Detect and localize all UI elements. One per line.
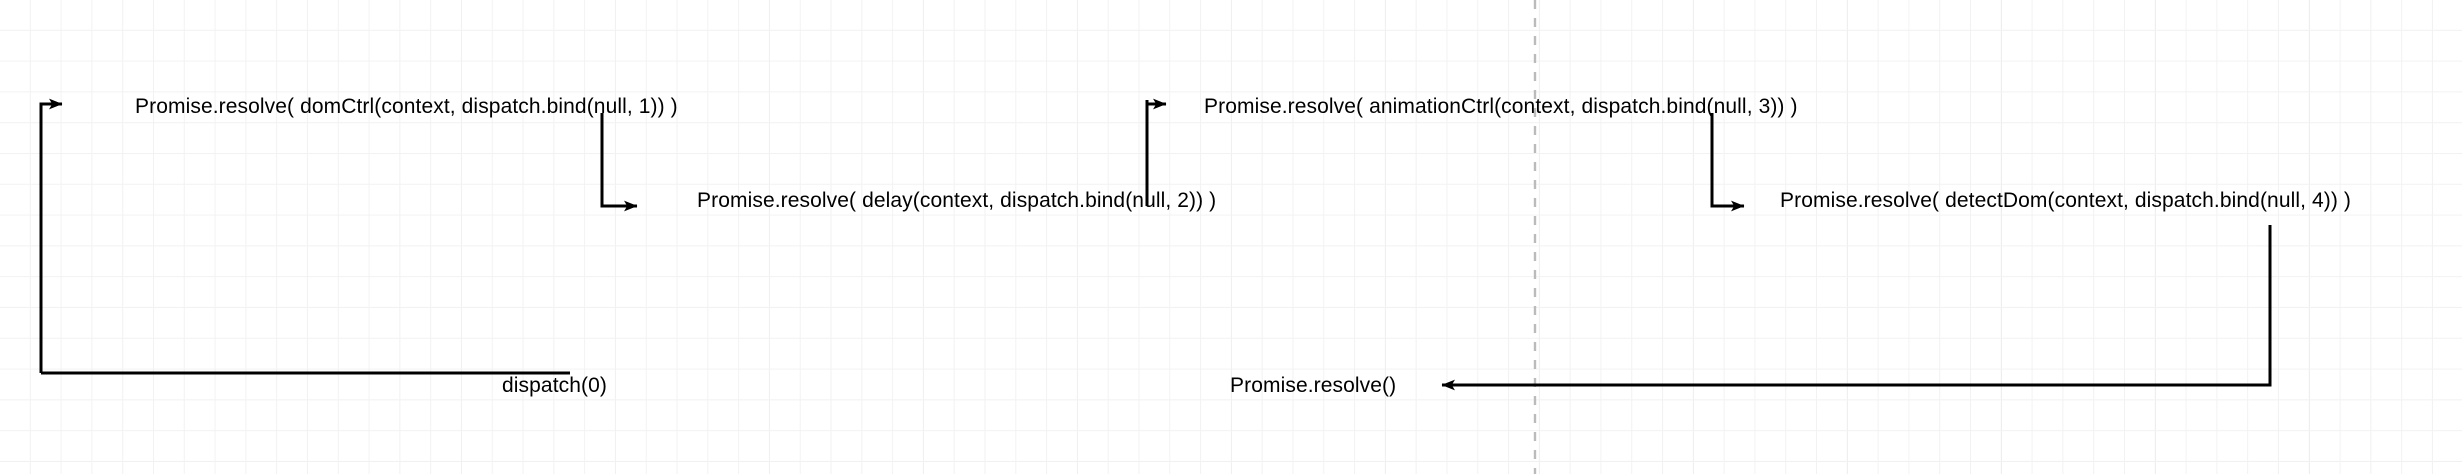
node-label-delay: Promise.resolve( delay(context, dispatch…: [697, 189, 1217, 212]
connector-node2-to-node3: [1145, 98, 1167, 110]
node-label-dom-ctrl: Promise.resolve( domCtrl(context, dispat…: [135, 95, 678, 118]
connector-dispatch-to-node1: [39, 98, 63, 373]
connector-node4-to-promise-resolve: [1441, 225, 2272, 391]
node-label-detect-dom: Promise.resolve( detectDom(context, disp…: [1780, 189, 2351, 212]
edge-label-promise-resolve: Promise.resolve(): [1230, 374, 1397, 397]
node-label-animation-ctrl: Promise.resolve( animationCtrl(context, …: [1204, 95, 1798, 118]
connector-node1-to-node2: [600, 113, 638, 212]
edge-label-dispatch: dispatch(0): [502, 374, 607, 397]
connector-node3-to-node4: [1710, 113, 1745, 212]
